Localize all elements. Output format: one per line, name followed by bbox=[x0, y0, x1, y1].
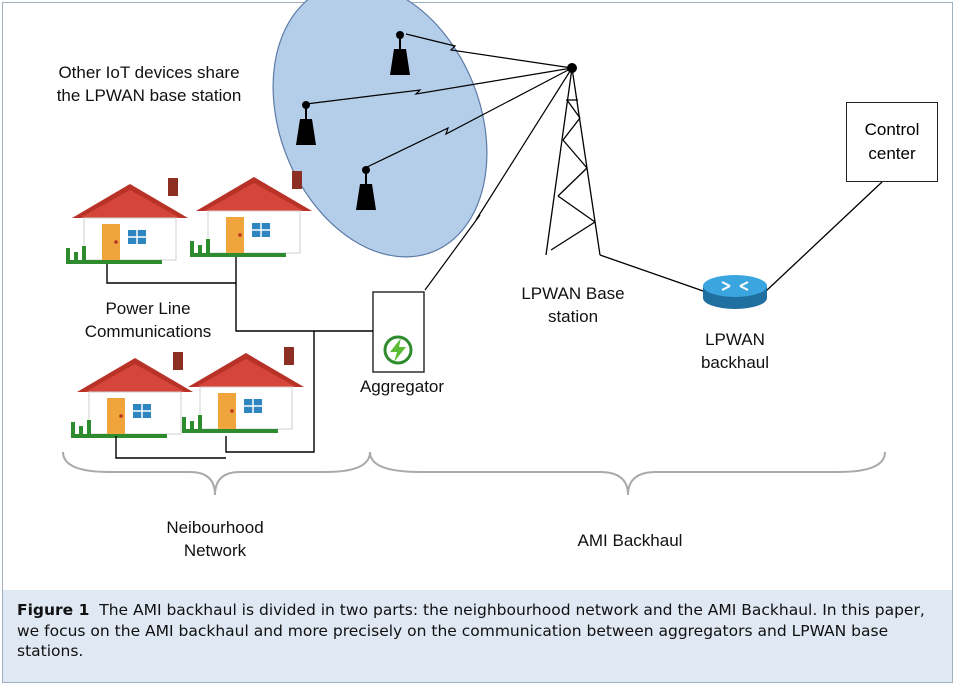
aggregator-device bbox=[372, 291, 425, 373]
power-line-label: Power Line Communications bbox=[84, 299, 212, 341]
figure-caption: Figure 1 The AMI backhaul is divided in … bbox=[17, 600, 947, 662]
radio-link-aggregator bbox=[424, 67, 573, 291]
iot-devices-label: Other IoT devices share the LPWAN base s… bbox=[56, 63, 242, 105]
house-icon bbox=[189, 170, 313, 258]
lpwan-backhaul-label: LPWAN backhaul bbox=[700, 330, 770, 372]
lpwan-tower bbox=[545, 67, 601, 256]
control-center-label-2: center bbox=[868, 144, 916, 163]
house-icon bbox=[70, 351, 194, 439]
caption-background bbox=[3, 590, 952, 682]
caption-label: Figure 1 bbox=[17, 601, 90, 619]
lightning-icon bbox=[390, 338, 406, 362]
aggregator-label: Aggregator bbox=[359, 377, 445, 396]
caption-text: The AMI backhaul is divided in two parts… bbox=[17, 601, 925, 661]
radio-link-1 bbox=[405, 33, 573, 69]
control-center-label: Control bbox=[864, 120, 920, 140]
radio-link-2 bbox=[305, 67, 573, 105]
router-icon bbox=[703, 275, 767, 309]
link-tower-router bbox=[599, 254, 707, 293]
ami-diagram bbox=[62, 0, 886, 496]
iot-coverage-ellipse bbox=[272, 0, 488, 258]
house-icon bbox=[181, 346, 305, 434]
neighbourhood-brace bbox=[62, 451, 371, 496]
neighbourhood-network-label: Neibourhood Network bbox=[166, 518, 264, 560]
house-icon bbox=[65, 177, 189, 265]
tower-top-node bbox=[567, 63, 577, 73]
control-center: Control center bbox=[846, 102, 938, 182]
ami-backhaul-brace bbox=[369, 451, 886, 496]
power-line-wiring bbox=[106, 257, 373, 459]
ami-backhaul-label: AMI Backhaul bbox=[577, 531, 683, 550]
radio-link-3 bbox=[364, 67, 573, 169]
base-station-label: LPWAN Base station bbox=[521, 284, 625, 326]
link-router-control bbox=[764, 181, 883, 293]
